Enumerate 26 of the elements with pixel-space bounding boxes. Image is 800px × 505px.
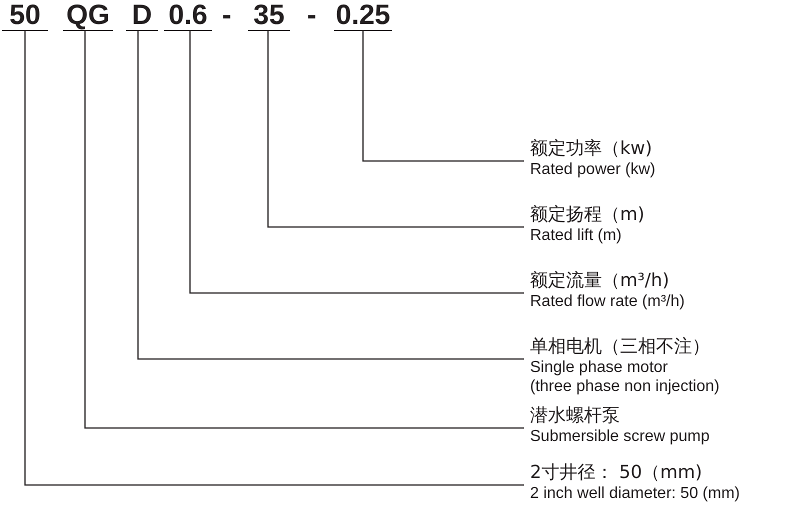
english-description: Single phase motor (three phase non injection) <box>530 358 720 396</box>
model-code-segment: 0.25 <box>334 0 392 31</box>
chinese-description: 2寸井径： 50（mm) <box>530 462 704 484</box>
english-description: 2 inch well diameter: 50 (mm) <box>530 484 741 503</box>
english-description: Rated power (kw) <box>530 160 656 179</box>
leader-line <box>362 31 524 162</box>
leader-line <box>84 31 524 429</box>
separator-dash: - <box>307 0 316 30</box>
leader-line <box>189 31 524 294</box>
model-code-segment: QG <box>63 0 113 31</box>
model-code-segment: 0.6 <box>164 0 212 31</box>
chinese-description: 额定流量（m³/h) <box>530 270 670 292</box>
leader-line <box>267 31 524 228</box>
leader-line <box>24 31 524 486</box>
chinese-description: 潜水螺杆泵 <box>530 405 621 427</box>
leader-line <box>137 31 524 360</box>
english-description: Rated flow rate (m³/h) <box>530 292 686 311</box>
model-code-segment: 50 <box>2 0 48 31</box>
separator-dash: - <box>222 0 232 30</box>
english-description: Rated lift (m) <box>530 226 623 245</box>
chinese-description: 额定功率（kw) <box>530 138 654 160</box>
english-description: Submersible screw pump <box>530 427 711 446</box>
model-code-segment: D <box>126 0 158 31</box>
model-code-segment: 35 <box>248 0 290 31</box>
chinese-description: 单相电机（三相不注） <box>530 336 711 358</box>
chinese-description: 额定扬程（m) <box>530 204 646 226</box>
